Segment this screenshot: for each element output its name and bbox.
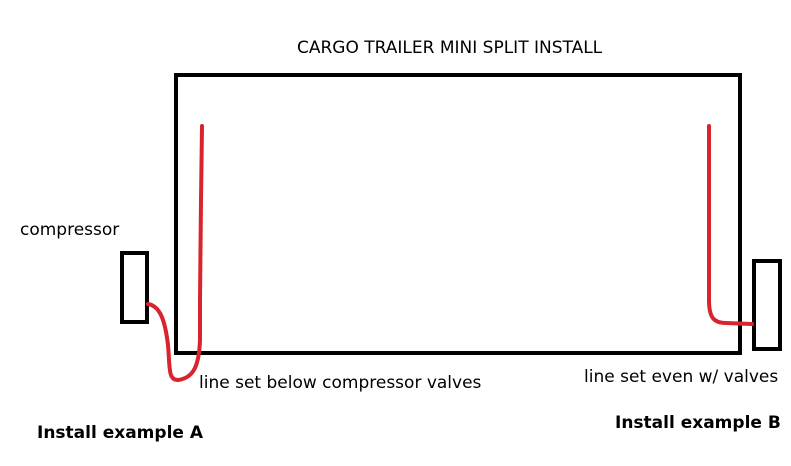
line-set-b [707,124,754,326]
compressor-label: compressor [20,220,120,240]
install-example-a-label: Install example A [37,423,203,443]
compressor-b [752,259,782,351]
line-set-b-label: line set even w/ valves [584,367,779,387]
diagram-title: CARGO TRAILER MINI SPLIT INSTALL [297,38,603,58]
install-example-b-label: Install example B [615,413,781,433]
trailer-outline [174,73,742,355]
line-set-a-label: line set below compressor valves [199,373,482,393]
compressor-a [120,251,149,324]
line-set-a [146,124,204,382]
